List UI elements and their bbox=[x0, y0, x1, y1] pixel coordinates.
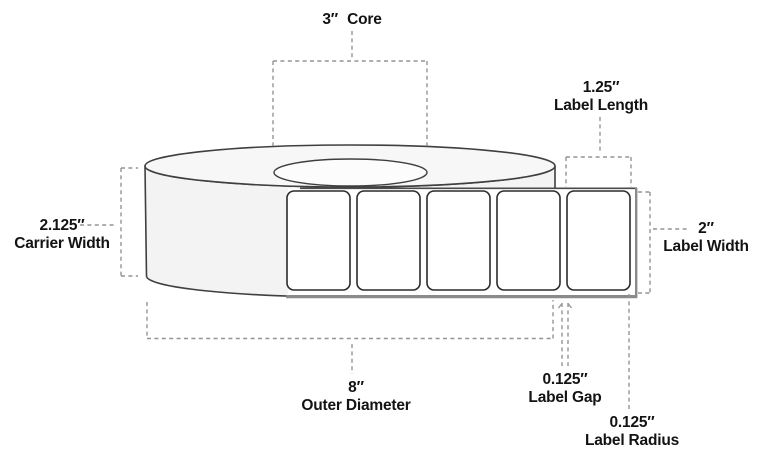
label-width-dimension-lines bbox=[638, 191, 688, 294]
outer-diameter-value: 8″ bbox=[348, 379, 364, 396]
label-length-label: Label Length bbox=[553, 97, 649, 114]
label-blank-2 bbox=[356, 190, 421, 291]
core-annotation: 3″ Core bbox=[322, 11, 381, 29]
label-radius-annotation: 0.125″ Label Radius bbox=[585, 414, 679, 450]
outer-diameter-annotation: 8″ Outer Diameter bbox=[301, 379, 410, 415]
label-length-annotation: 1.25″ Label Length bbox=[554, 79, 648, 115]
label-length-dimension-lines bbox=[565, 117, 632, 187]
label-gap-annotation: 0.125″ Label Gap bbox=[528, 371, 601, 407]
label-gap-arrowheads bbox=[557, 303, 573, 309]
carrier-width-dimension-lines bbox=[80, 167, 138, 277]
label-width-value: 2″ bbox=[698, 220, 714, 237]
label-blank-4 bbox=[496, 190, 561, 291]
label-strip bbox=[286, 187, 638, 299]
label-gap-value: 0.125″ bbox=[542, 371, 588, 388]
label-blank-1 bbox=[286, 190, 351, 291]
outer-diameter-dimension-lines bbox=[146, 300, 554, 374]
label-radius-label: Label Radius bbox=[584, 432, 680, 449]
core-value: 3″ bbox=[322, 11, 339, 28]
carrier-width-value: 2.125″ bbox=[39, 217, 85, 234]
label-width-label: Label Width bbox=[663, 238, 749, 255]
core-label: Core bbox=[347, 11, 382, 28]
label-gap-label: Label Gap bbox=[528, 389, 602, 406]
outer-diameter-label: Outer Diameter bbox=[301, 397, 411, 414]
label-gap-dimension-lines bbox=[561, 303, 569, 366]
label-radius-value: 0.125″ bbox=[609, 414, 655, 431]
carrier-width-annotation: 2.125″ Carrier Width bbox=[14, 217, 110, 253]
label-width-annotation: 2″ Label Width bbox=[663, 220, 749, 256]
core-hole bbox=[273, 158, 428, 187]
label-length-value: 1.25″ bbox=[582, 79, 620, 96]
label-blank-3 bbox=[426, 190, 491, 291]
label-blank-5 bbox=[566, 190, 631, 291]
core-dimension-lines bbox=[272, 31, 428, 146]
carrier-width-label: Carrier Width bbox=[14, 235, 110, 252]
